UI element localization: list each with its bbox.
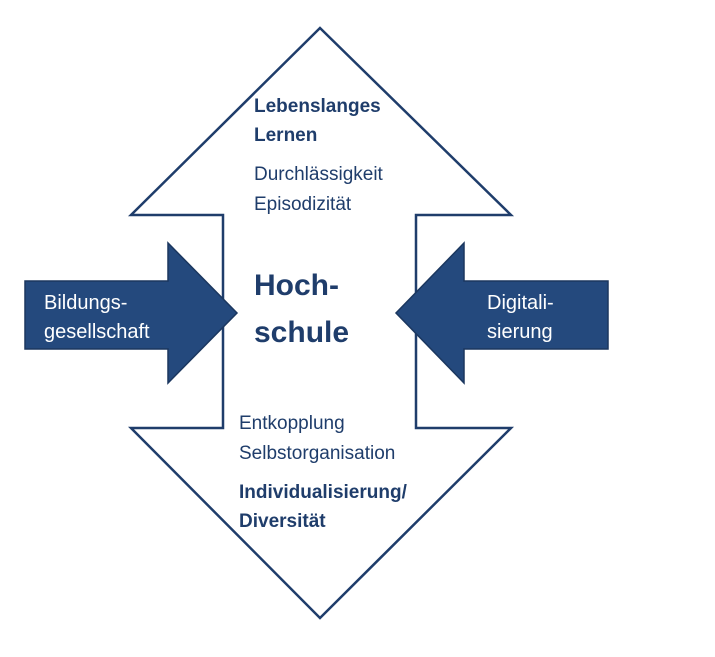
- top-label-1: Durchlässigkeit: [254, 164, 383, 185]
- bottom-label-2: Selbstorganisation: [239, 443, 396, 464]
- center-label-1: Hoch-: [254, 269, 339, 302]
- left-arrow-label-2: gesellschaft: [44, 321, 150, 343]
- left-arrow-shape: [24, 241, 239, 385]
- center-label-2: schule: [254, 316, 350, 349]
- bottom-label-1: Entkopplung: [239, 413, 345, 434]
- top-bold-label-1: Lebenslanges: [254, 96, 381, 117]
- right-arrow-label-2: sierung: [487, 321, 553, 343]
- bottom-bold-label-1: Individualisierung/: [239, 482, 407, 503]
- left-arrow-label-1: Bildungs-: [44, 292, 128, 314]
- vertical-double-arrow: [127, 26, 515, 620]
- top-bold-label-2: Lernen: [254, 125, 318, 146]
- right-arrow-shape: [394, 241, 609, 385]
- top-label-2: Episodizität: [254, 194, 352, 215]
- bottom-bold-label-2: Diversität: [239, 511, 326, 532]
- right-arrow-label-1: Digitali-: [487, 292, 554, 314]
